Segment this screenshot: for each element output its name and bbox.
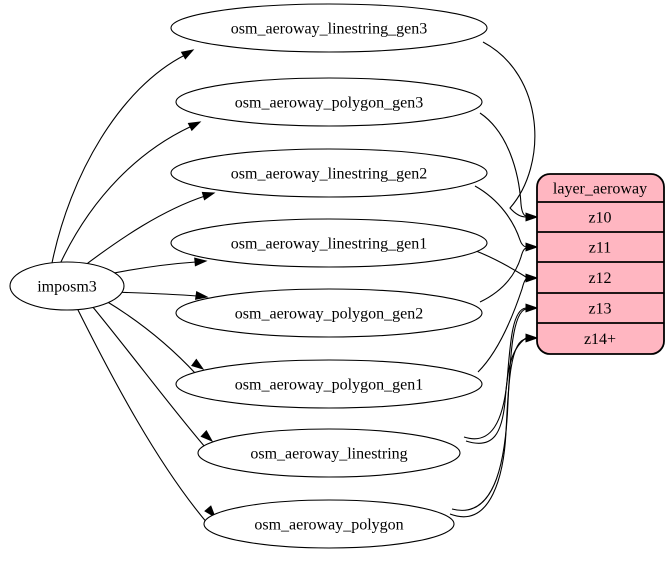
node-imposm3: imposm3 [9, 261, 125, 311]
edges-from-source [51, 49, 216, 525]
edge-linestring-gen2-z11 [474, 185, 527, 248]
node-label: osm_aeroway_polygon_gen2 [235, 306, 423, 323]
node-layer-aeroway: layer_aeroway z10 z11 z12 z13 z14+ [536, 173, 665, 355]
arrowhead-icon [201, 191, 216, 201]
arrowhead-icon [200, 429, 214, 443]
arrowhead-icon [194, 290, 209, 300]
arrowhead-icon [187, 121, 202, 132]
node-osm-aeroway-polygon-gen2: osm_aeroway_polygon_gen2 [175, 288, 483, 338]
arrowhead-icon [204, 505, 216, 519]
node-osm-aeroway-polygon: osm_aeroway_polygon [203, 499, 455, 549]
arrowhead-icon [525, 242, 539, 252]
node-shape [175, 288, 483, 338]
node-label: osm_aeroway_linestring_gen2 [231, 166, 427, 183]
edge-linestring-gen1-z12 [475, 250, 527, 278]
edge-polygon-gen2-z11 [479, 247, 527, 303]
node-osm-aeroway-linestring-gen2: osm_aeroway_linestring_gen2 [170, 148, 488, 198]
node-osm-aeroway-linestring: osm_aeroway_linestring [197, 428, 461, 478]
node-shape [170, 218, 488, 268]
node-osm-aeroway-polygon-gen1: osm_aeroway_polygon_gen1 [175, 359, 483, 409]
edge-polygon-gen3-z10 [479, 112, 527, 217]
arrowhead-icon [525, 333, 539, 343]
arrowhead-icon [191, 358, 205, 370]
edge-imposm3-linestring-gen3 [51, 54, 186, 264]
layer-row-z11: z11 [589, 240, 612, 257]
layer-row-z12: z12 [588, 270, 611, 287]
edge-imposm3-polygon-gen3 [59, 125, 193, 265]
edge-imposm3-linestring-gen2 [79, 195, 206, 270]
node-shape [175, 359, 483, 409]
node-shape [203, 499, 455, 549]
layer-row-z14: z14+ [584, 331, 616, 348]
node-label: osm_aeroway_polygon_gen1 [235, 377, 423, 394]
layer-row-z13: z13 [588, 301, 611, 318]
node-osm-aeroway-linestring-gen1: osm_aeroway_linestring_gen1 [170, 218, 488, 268]
edge-linestring-gen3-z10 [482, 41, 536, 218]
node-label: osm_aeroway_polygon_gen3 [235, 95, 423, 112]
edge-polygon-z14 [449, 338, 527, 518]
arrowhead-icon [180, 49, 195, 60]
node-osm-aeroway-polygon-gen3: osm_aeroway_polygon_gen3 [175, 77, 483, 127]
layer-row-z10: z10 [588, 210, 611, 227]
node-shape [170, 148, 488, 198]
node-shape [536, 173, 665, 355]
node-shape [175, 77, 483, 127]
edges-to-layer [449, 41, 539, 518]
edge-imposm3-linestring [91, 305, 206, 448]
layer-title: layer_aeroway [553, 181, 647, 198]
edge-polygon-gen1-z12 [477, 278, 527, 373]
node-shape [9, 261, 125, 311]
node-label: imposm3 [37, 279, 97, 296]
edge-imposm3-polygon [76, 307, 209, 525]
node-shape [197, 428, 461, 478]
arrowhead-icon [525, 212, 539, 222]
arrowhead-icon [194, 257, 208, 267]
node-shape [170, 3, 488, 53]
node-label: osm_aeroway_polygon [254, 517, 403, 534]
arrowhead-icon [525, 273, 539, 283]
node-label: osm_aeroway_linestring_gen1 [231, 236, 427, 253]
node-label: osm_aeroway_linestring [250, 446, 407, 463]
node-label: osm_aeroway_linestring_gen3 [231, 21, 427, 38]
arrowhead-icon [525, 303, 539, 313]
node-osm-aeroway-linestring-gen3: osm_aeroway_linestring_gen3 [170, 3, 488, 53]
edge-imposm3-polygon-gen1 [105, 300, 197, 375]
